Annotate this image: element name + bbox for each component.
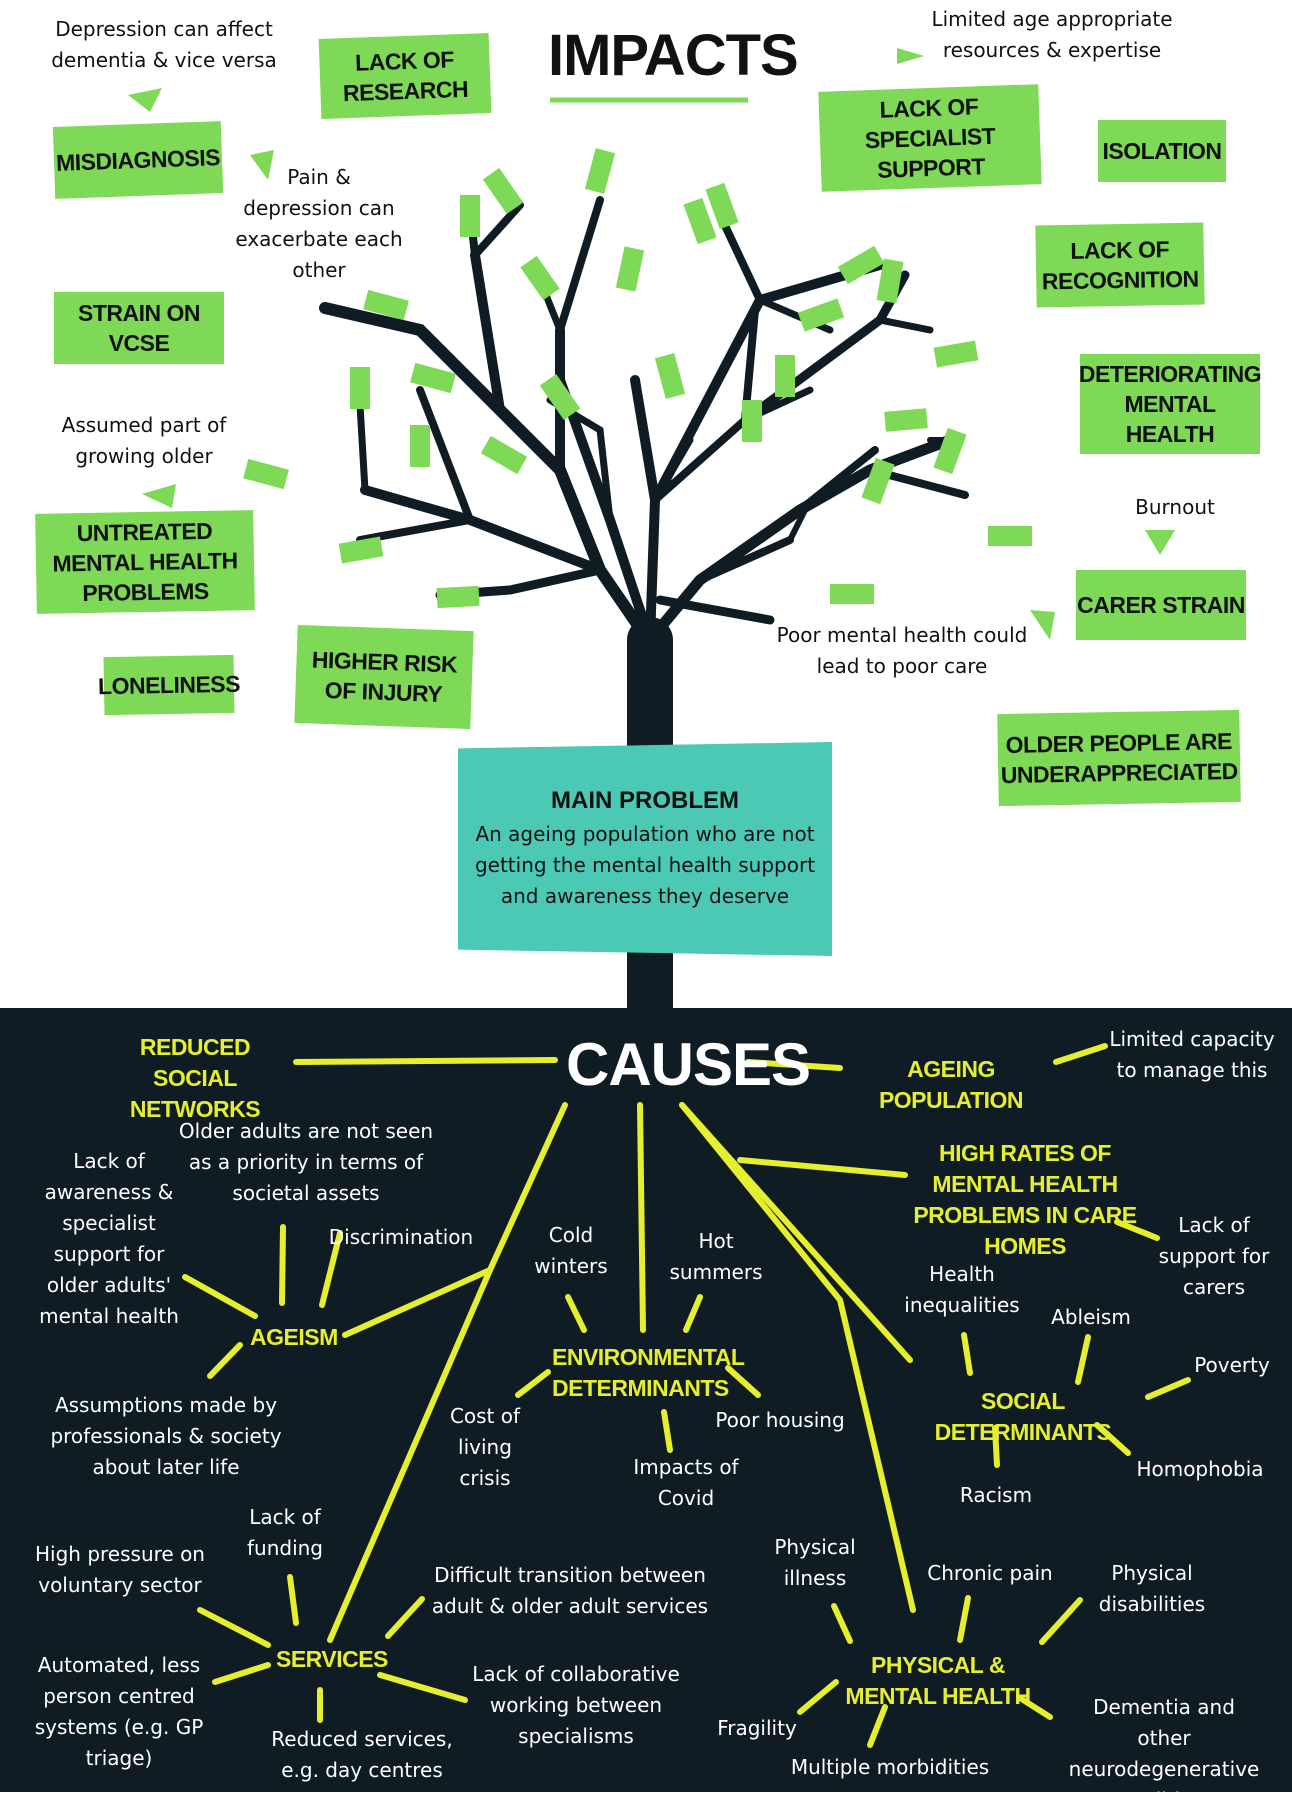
cause-discrimination: Discrimination bbox=[328, 1225, 474, 1249]
causes-title: CAUSES bbox=[566, 1031, 811, 1098]
cause-automated-systems: Automated, less person centred systems (… bbox=[34, 1653, 204, 1770]
cause-health-inequalities: Health inequalities bbox=[904, 1262, 1020, 1317]
cause-hot-summers: Hot summers bbox=[669, 1229, 763, 1284]
cause-impacts-of-covid: Impacts of Covid bbox=[633, 1455, 739, 1510]
note-poor-care: Poor mental health could lead to poor ca… bbox=[776, 623, 1028, 678]
cause-lack-of-funding: Lack of funding bbox=[246, 1505, 323, 1560]
cause-ageism: AGEISM bbox=[250, 1324, 338, 1350]
tree-branches bbox=[319, 196, 969, 1033]
cause-physical-mental-health: PHYSICAL & MENTAL HEALTH bbox=[845, 1652, 1031, 1709]
cause-ableism: Ableism bbox=[1051, 1305, 1131, 1329]
cause-services: SERVICES bbox=[276, 1646, 388, 1672]
leaf-pointers bbox=[128, 48, 1175, 640]
cause-cold-winters: Cold winters bbox=[534, 1223, 608, 1278]
note-pain-depression: Pain & depression can exacerbate each ot… bbox=[235, 165, 403, 282]
cause-high-pressure: High pressure on voluntary sector bbox=[35, 1542, 205, 1597]
main-problem-box: MAIN PROBLEM An ageing population who ar… bbox=[458, 742, 832, 956]
cause-lack-of-awareness: Lack of awareness & specialist support f… bbox=[39, 1149, 179, 1328]
cause-difficult-transition: Difficult transition between adult & old… bbox=[431, 1563, 709, 1618]
main-problem-heading: MAIN PROBLEM bbox=[551, 786, 739, 814]
cause-lack-support-carers: Lack of support for carers bbox=[1158, 1213, 1270, 1299]
cause-older-adults-priority: Older adults are not seen as a priority … bbox=[178, 1119, 434, 1205]
cause-cost-of-living: Cost of living crisis bbox=[449, 1404, 521, 1490]
cause-multiple-morbidities: Multiple morbidities bbox=[790, 1755, 990, 1779]
cause-reduced-services: Reduced services, e.g. day centres bbox=[271, 1727, 453, 1782]
note-assumed-part: Assumed part of growing older bbox=[61, 413, 227, 468]
impact-isolation: ISOLATION bbox=[1098, 120, 1226, 182]
note-limited-age: Limited age appropriate resources & expe… bbox=[931, 7, 1173, 62]
causes-section bbox=[0, 1008, 1292, 1792]
cause-chronic-pain: Chronic pain bbox=[927, 1561, 1053, 1585]
cause-assumptions: Assumptions made by professionals & soci… bbox=[50, 1393, 282, 1479]
cause-poverty: Poverty bbox=[1194, 1353, 1270, 1377]
cause-ageing-population: AGEING POPULATION bbox=[878, 1056, 1024, 1113]
cause-dementia-other: Dementia and other neurodegenerative con… bbox=[1068, 1695, 1260, 1812]
impact-deteriorating-mental-health: DETERIORATING MENTAL HEALTH bbox=[1079, 354, 1262, 454]
note-depression-dementia: Depression can affect dementia & vice ve… bbox=[51, 17, 277, 72]
cause-physical-illness: Physical illness bbox=[774, 1535, 856, 1590]
cause-reduced-social-networks: REDUCED SOCIAL NETWORKS bbox=[129, 1034, 261, 1122]
tree-leaves bbox=[243, 148, 1032, 609]
cause-physical-disabilities: Physical disabilities bbox=[1098, 1561, 1206, 1616]
cause-limited-capacity: Limited capacity to manage this bbox=[1109, 1027, 1275, 1082]
impacts-title: IMPACTS bbox=[548, 23, 799, 88]
cause-environmental-determinants: ENVIRONMENTAL DETERMINANTS bbox=[552, 1344, 745, 1401]
connector-lines bbox=[182, 1043, 1191, 1748]
cause-fragility: Fragility bbox=[717, 1716, 797, 1740]
cause-homophobia: Homophobia bbox=[1136, 1457, 1264, 1481]
impact-strain-on-vcse: STRAIN ON VCSE bbox=[54, 292, 224, 364]
cause-poor-housing: Poor housing bbox=[715, 1408, 845, 1432]
cause-high-rates-care-homes: HIGH RATES OF MENTAL HEALTH PROBLEMS IN … bbox=[913, 1140, 1137, 1259]
impact-carer-strain: CARER STRAIN bbox=[1076, 570, 1246, 640]
cause-social-determinants: SOCIAL DETERMINANTS bbox=[934, 1388, 1112, 1445]
cause-racism: Racism bbox=[959, 1483, 1033, 1507]
cause-lack-collaborative: Lack of collaborative working between sp… bbox=[472, 1662, 680, 1748]
main-problem-text: An ageing population who are not getting… bbox=[474, 821, 816, 908]
note-burnout: Burnout bbox=[1135, 495, 1215, 519]
